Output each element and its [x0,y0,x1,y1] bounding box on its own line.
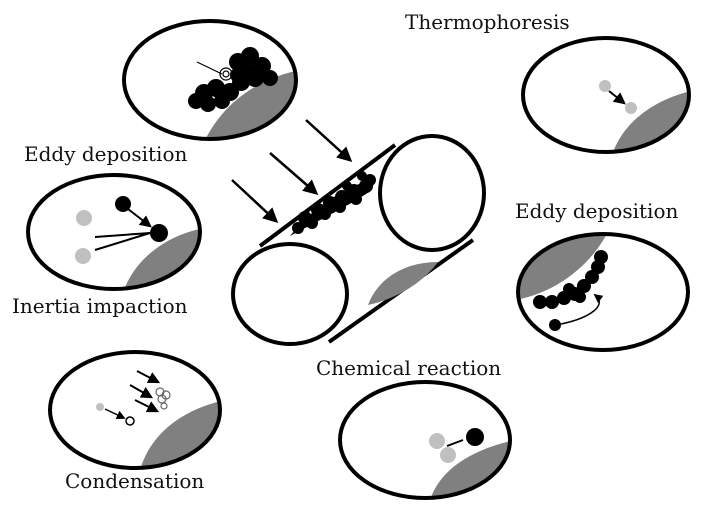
wall-deposit-region [612,90,695,155]
flow-arrow [306,120,350,160]
motion-arrow [609,91,624,103]
label-eddy-deposition-left: Eddy deposition [24,144,187,164]
dark-particle [466,428,484,446]
motion-arrow [128,209,150,226]
pipe-illustration [232,120,484,344]
light-particle [599,80,611,92]
label-eddy-deposition-right: Eddy deposition [515,201,678,221]
motion-arrow [135,400,157,411]
label-condensation: Condensation [65,471,204,491]
deflection-lines [95,233,150,250]
condensing-droplet [126,417,134,425]
pipe-back-opening [380,136,484,250]
condensation-panel [50,352,225,470]
eddy-swirl-icon [197,62,232,80]
light-particle [96,403,104,411]
label-thermophoresis: Thermophoresis [405,12,570,32]
inertia-impaction-panel [28,175,205,290]
label-chemical-reaction: Chemical reaction [316,358,501,378]
impacted-dark-particle [150,224,168,242]
pipe-bottom-deposit [368,262,438,305]
reaction-bond [447,440,463,446]
flow-arrow [270,153,316,193]
vapor-cloud-icon [156,388,170,409]
light-particle [76,210,92,226]
flow-arrow [232,180,276,221]
deposited-light-particle [625,102,637,114]
pipe-front-opening [233,244,347,344]
eddy-deposition-left-panel [124,21,300,140]
thermophoresis-panel [523,38,695,155]
motion-arrow [130,385,151,397]
light-particle [429,433,445,449]
light-particle [440,447,456,463]
motion-arrow [105,409,124,418]
chemical-reaction-panel [340,382,515,500]
label-inertia-impaction: Inertia impaction [12,296,188,316]
light-particle [75,248,91,264]
eddy-deposition-right-panel [515,232,688,350]
dark-particle [549,319,561,331]
pipe-top-wall [260,145,395,246]
motion-arrow [137,371,158,382]
